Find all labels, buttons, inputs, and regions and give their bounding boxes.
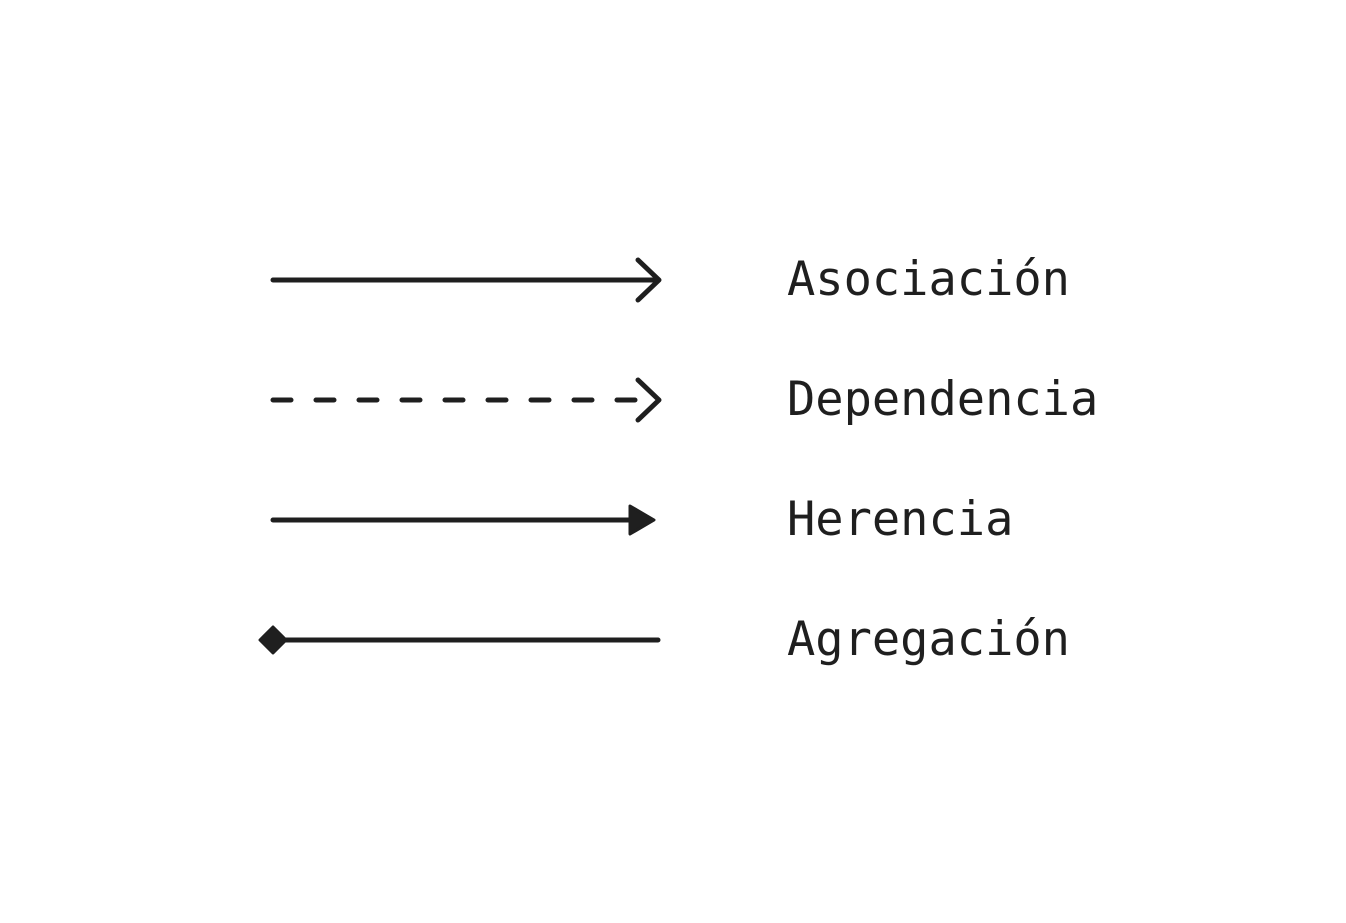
inheritance-arrow-icon xyxy=(270,504,656,536)
legend-row-asociacion: Asociación xyxy=(0,250,1346,310)
dependency-arrow-icon xyxy=(270,377,662,423)
open-arrowhead xyxy=(635,257,662,303)
legend-row-agregacion: Agregación xyxy=(0,610,1346,670)
filled-diamond-icon xyxy=(258,625,288,655)
legend-row-dependencia: Dependencia xyxy=(0,370,1346,430)
open-arrowhead xyxy=(635,377,662,423)
legend-row-herencia: Herencia xyxy=(0,490,1346,550)
legend-label-dependencia: Dependencia xyxy=(787,372,1099,427)
legend-label-agregacion: Agregación xyxy=(787,612,1070,667)
legend-label-herencia: Herencia xyxy=(787,492,1014,547)
filled-triangle-arrowhead xyxy=(628,504,656,536)
association-arrow-icon xyxy=(270,257,662,303)
legend-label-asociacion: Asociación xyxy=(787,252,1070,307)
aggregation-arrow-icon xyxy=(258,625,661,655)
